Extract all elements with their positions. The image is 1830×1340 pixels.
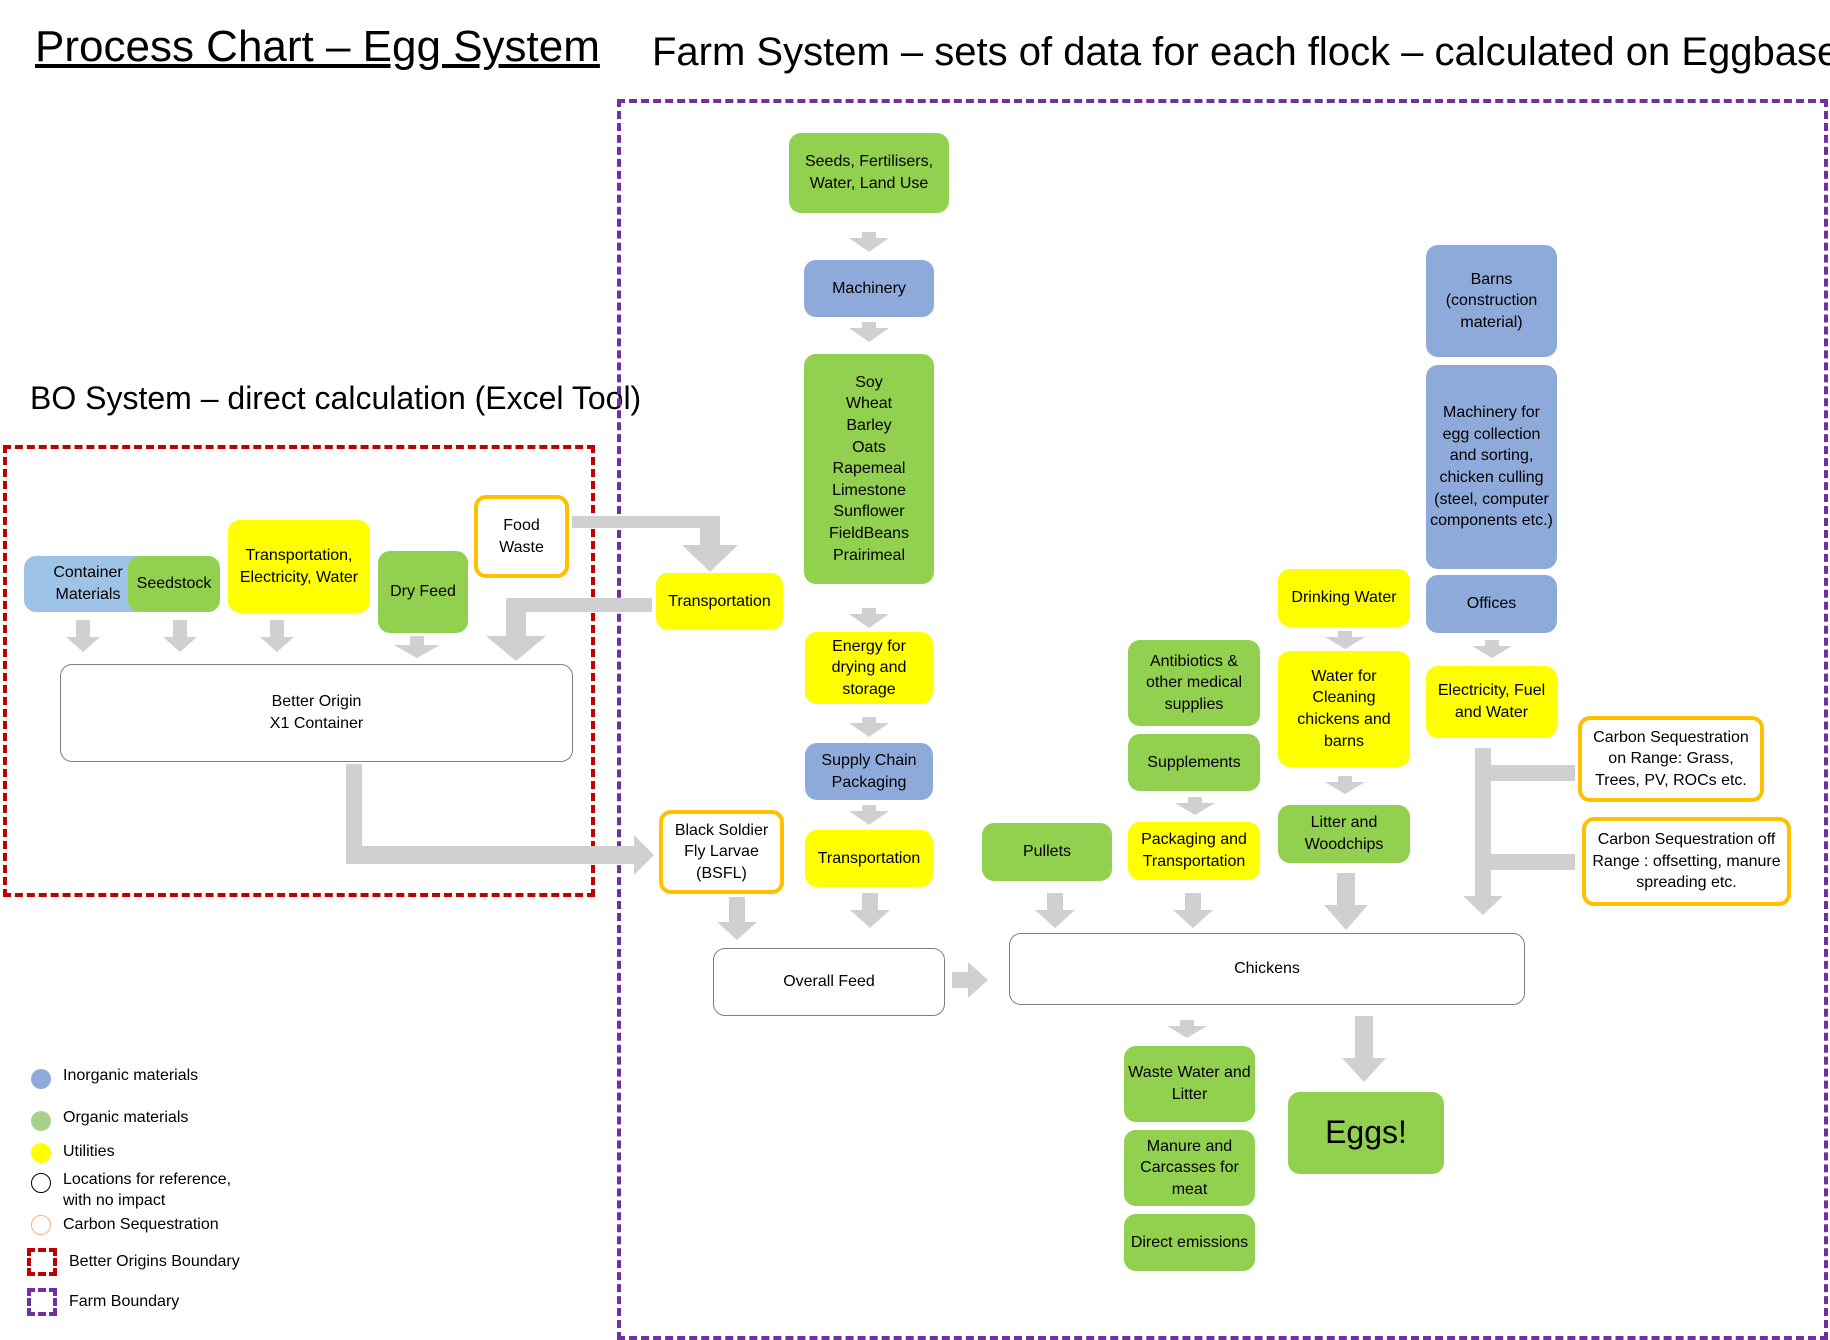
arrow-chickens-to-eggs (1342, 1016, 1386, 1082)
arrow-antibiotics-supplements (1175, 797, 1215, 815)
legend-utilities-swatch (31, 1143, 51, 1163)
arrow-transport-to-feed (850, 893, 890, 928)
legend-utilities-label: Utilities (63, 1143, 115, 1160)
arrow-supply-to-transport (849, 805, 889, 825)
legend-inorganic-label: Inorganic materials (63, 1067, 199, 1084)
better-origins-boundary (3, 445, 595, 897)
arrow-cleaning-to-litter (1325, 776, 1365, 794)
seedstock-node: Seedstock (128, 556, 220, 612)
legend-bo-boundary-swatch (27, 1248, 57, 1276)
food-waste-node: Food Waste (474, 495, 569, 578)
litter-woodchips-node: Litter and Woodchips (1278, 805, 1410, 863)
arrow-chickens-to-waste (1167, 1020, 1207, 1038)
arrow-offices-to-electricity (1472, 640, 1512, 658)
pullets-node: Pullets (982, 823, 1112, 881)
legend-locations: Locations for reference, with no impact (31, 1170, 231, 1212)
transportation-bo-node: Transportation (656, 573, 783, 630)
direct-emissions-node: Direct emissions (1124, 1214, 1255, 1271)
energy-drying-node: Energy for drying and storage (805, 632, 933, 704)
arrow-transportation-to-bo (486, 598, 652, 661)
legend-farm-boundary-swatch (27, 1288, 57, 1316)
chickens-node: Chickens (1009, 933, 1525, 1005)
manure-carcasses-node: Manure and Carcasses for meat (1124, 1130, 1255, 1206)
seeds-fertilisers-node: Seeds, Fertilisers, Water, Land Use (789, 133, 949, 213)
arrow-electricity-to-chickens (1463, 748, 1575, 915)
legend-locations-swatch (31, 1173, 51, 1193)
arrow-packaging-to-chickens (1173, 893, 1213, 928)
arrow-seedstock (163, 620, 197, 652)
drinking-water-node: Drinking Water (1278, 569, 1410, 627)
arrow-container-materials (66, 620, 100, 652)
transportation-feed-node: Transportation (805, 830, 933, 887)
legend-inorganic-swatch (31, 1069, 51, 1089)
better-origin-container-node: Better Origin X1 Container (60, 664, 573, 762)
legend-organic-label: Organic materials (63, 1109, 189, 1126)
legend-utilities: Utilities (31, 1142, 115, 1163)
barns-node: Barns (construction material) (1426, 245, 1557, 357)
arrow-food-waste (572, 516, 738, 572)
offices-node: Offices (1426, 575, 1557, 633)
arrow-crops-to-energy (849, 608, 889, 628)
arrow-machinery-to-crops (849, 322, 889, 342)
bo-system-title: BO System – direct calculation (Excel To… (30, 380, 642, 416)
supply-chain-packaging-node: Supply Chain Packaging (805, 743, 933, 800)
arrow-feed-to-chickens (952, 962, 988, 998)
legend-bo-boundary: Better Origins Boundary (27, 1248, 240, 1276)
legend-locations-label: Locations for reference, with no impact (63, 1171, 232, 1209)
overall-feed-node: Overall Feed (713, 948, 945, 1016)
legend-farm-boundary-label: Farm Boundary (69, 1293, 180, 1310)
legend-organic-swatch (31, 1111, 51, 1131)
arrow-litter-to-chickens (1324, 873, 1368, 930)
bsfl-node: Black Soldier Fly Larvae (BSFL) (659, 810, 784, 894)
eggs-node: Eggs! (1288, 1092, 1444, 1174)
transport-electricity-water-node: Transportation, Electricity, Water (228, 520, 370, 613)
farm-system-title: Farm System – sets of data for each floc… (652, 30, 1830, 74)
crops-node: Soy Wheat Barley Oats Rapemeal Limestone… (804, 354, 934, 584)
packaging-transportation-node: Packaging and Transportation (1128, 822, 1260, 880)
arrow-pullets-to-chickens (1035, 893, 1075, 928)
arrow-seeds-to-machinery (849, 232, 889, 252)
arrow-bo-to-bsfl (346, 764, 654, 875)
antibiotics-node: Antibiotics & other medical supplies (1128, 640, 1260, 726)
carbon-sequestration-off-range-node: Carbon Sequestration off Range : offsett… (1582, 817, 1791, 906)
supplements-node: Supplements (1128, 734, 1260, 791)
water-for-cleaning-node: Water for Cleaning chickens and barns (1278, 651, 1410, 767)
arrow-energy-to-supply (849, 717, 889, 737)
legend-organic: Organic materials (31, 1108, 188, 1131)
page-title: Process Chart – Egg System (35, 22, 600, 71)
legend-carbon: Carbon Sequestration (31, 1215, 219, 1236)
arrow-bsfl-to-feed (717, 897, 757, 940)
legend-farm-boundary: Farm Boundary (27, 1288, 179, 1316)
legend-bo-boundary-label: Better Origins Boundary (69, 1253, 240, 1270)
carbon-sequestration-on-range-node: Carbon Sequestration on Range: Grass, Tr… (1578, 716, 1764, 802)
legend-inorganic: Inorganic materials (31, 1066, 198, 1089)
machinery-node: Machinery (804, 260, 934, 317)
electricity-fuel-water-node: Electricity, Fuel and Water (1426, 666, 1557, 738)
waste-water-litter-node: Waste Water and Litter (1124, 1046, 1255, 1122)
arrow-dry-feed (394, 636, 440, 658)
arrow-transport-elec-water (260, 620, 294, 652)
farm-boundary (617, 99, 1828, 1340)
arrow-drinking-to-cleaning (1325, 631, 1365, 649)
legend-carbon-label: Carbon Sequestration (63, 1216, 219, 1233)
dry-feed-node: Dry Feed (378, 551, 468, 633)
machinery-egg-collection-node: Machinery for egg collection and sorting… (1426, 365, 1557, 569)
legend-carbon-swatch (31, 1215, 51, 1235)
